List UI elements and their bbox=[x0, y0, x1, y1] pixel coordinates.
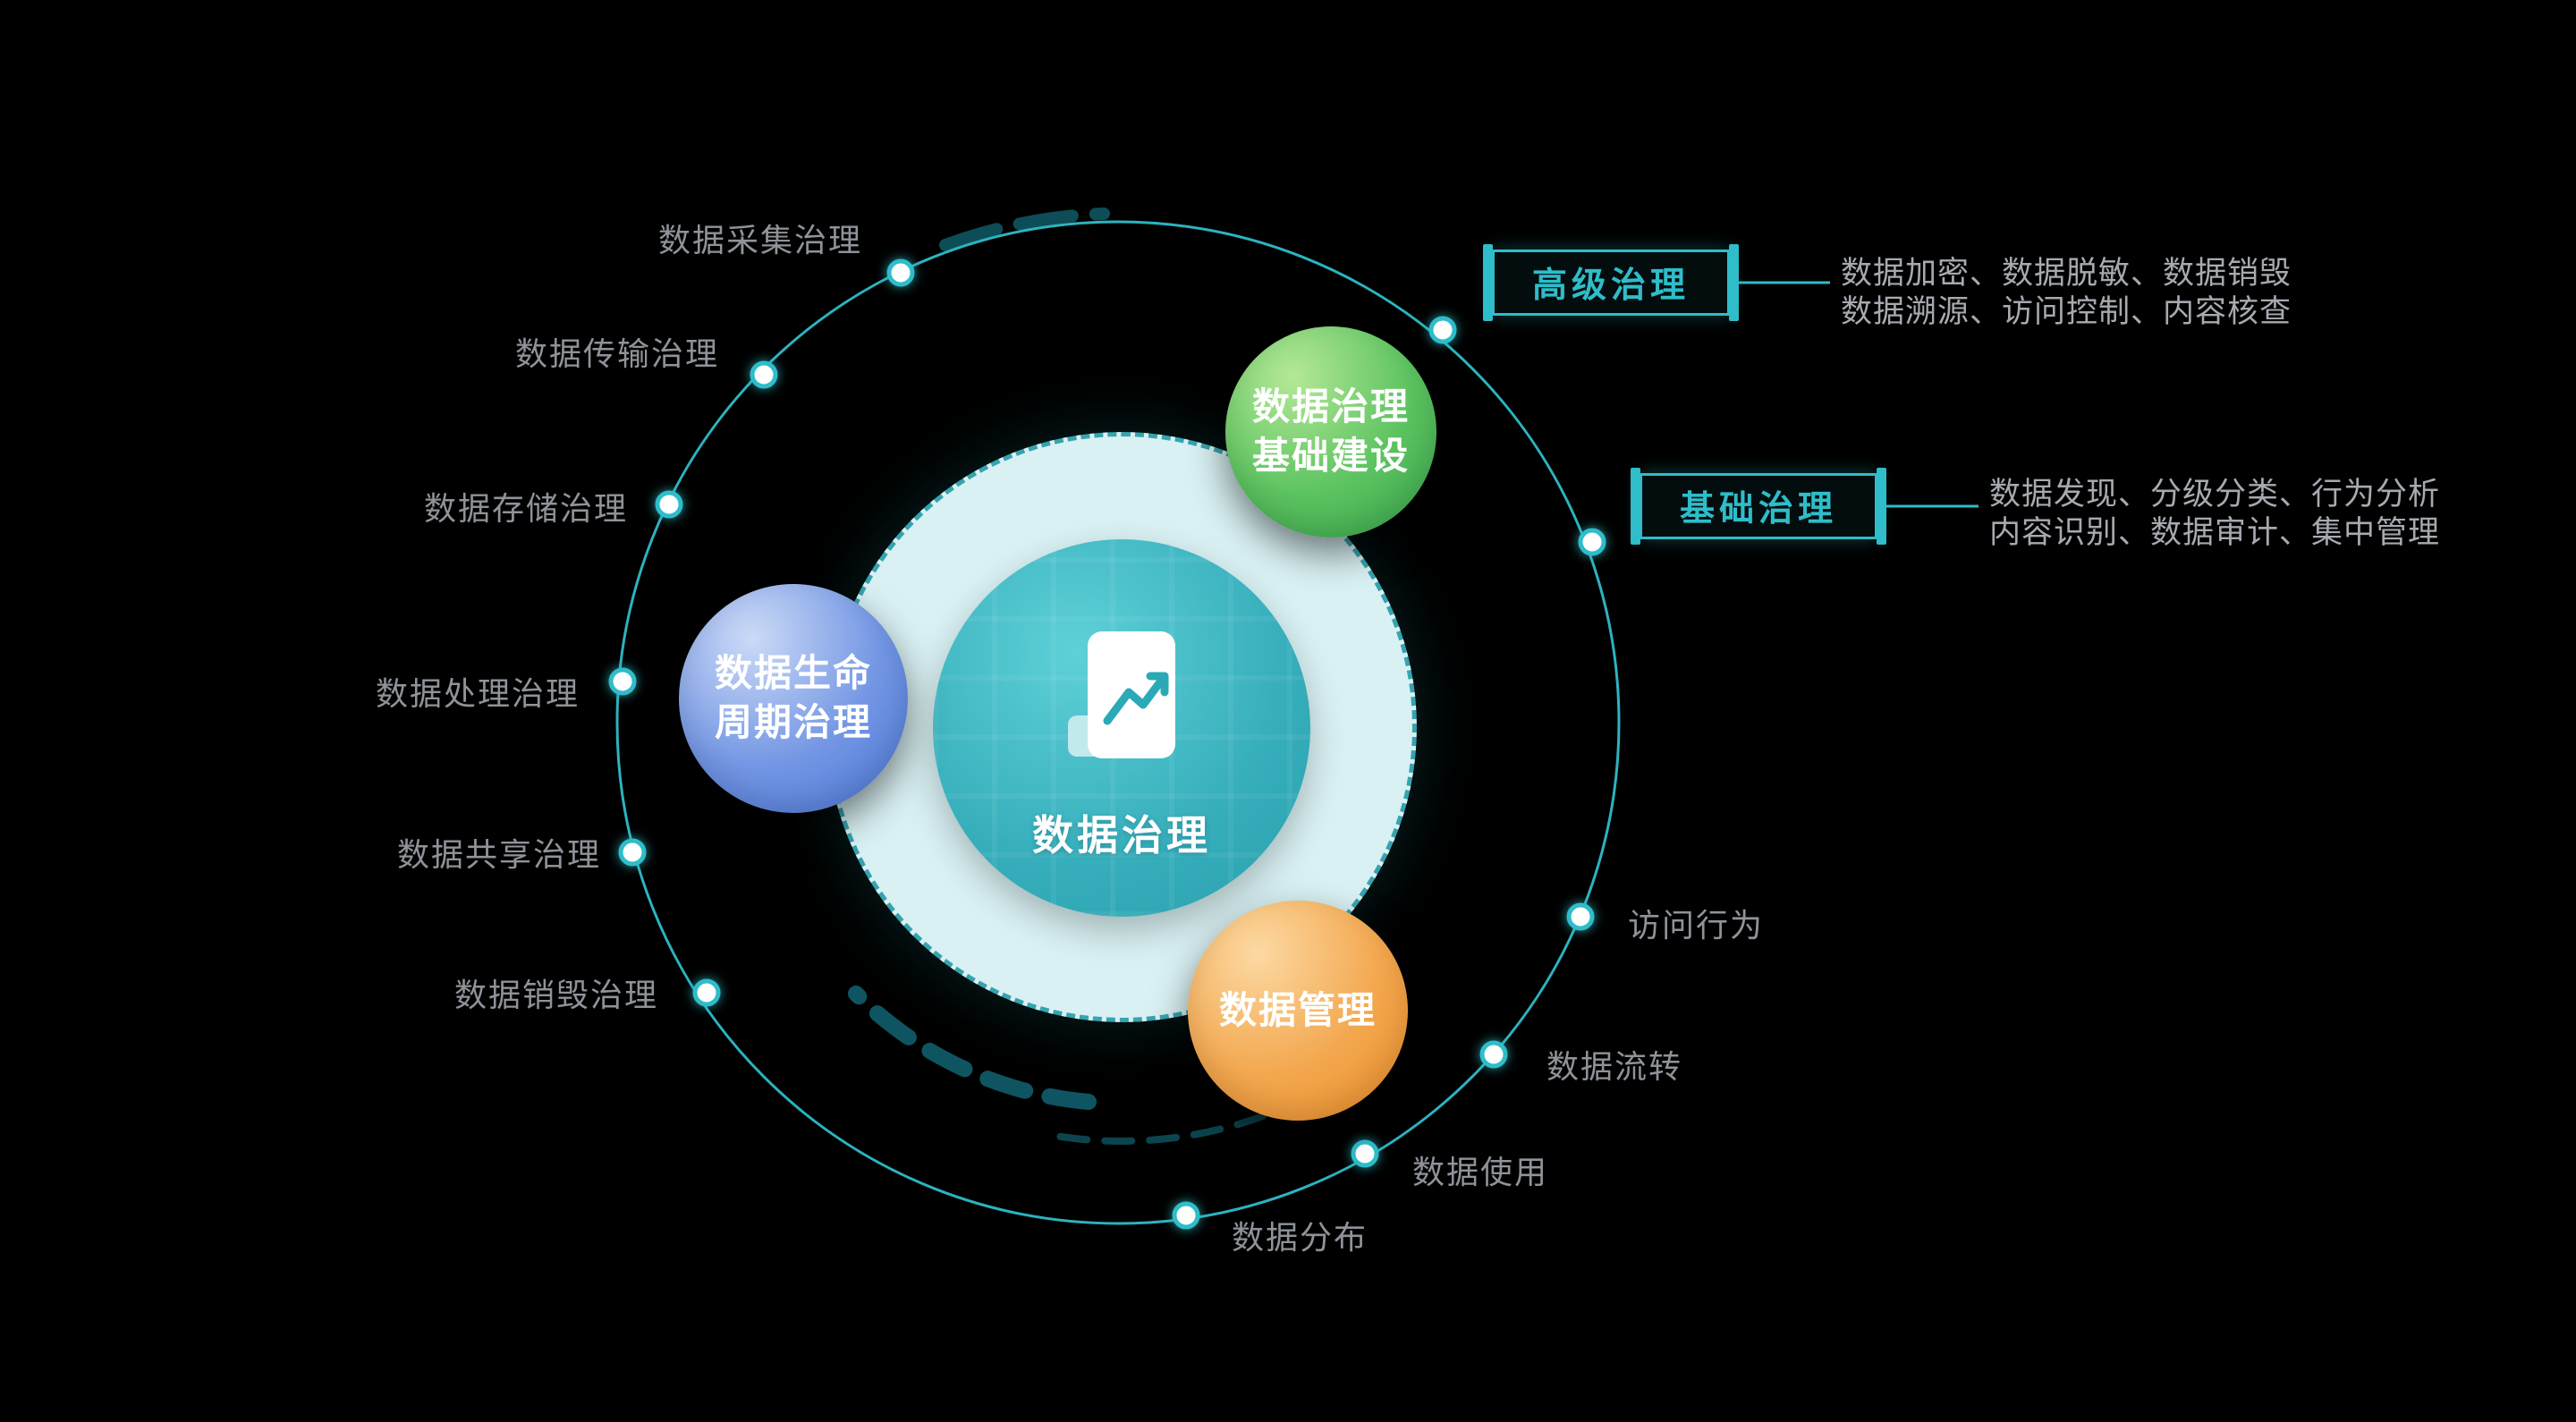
orbit-node bbox=[618, 838, 647, 867]
icon-chart-arrow bbox=[1146, 672, 1169, 697]
outer-orbit-ring bbox=[615, 220, 1621, 1225]
bubble-data-lifecycle: 数据生命 周期治理 bbox=[679, 584, 908, 813]
orbit-nodes bbox=[608, 258, 1606, 1230]
decorative-arc bbox=[1046, 1113, 1267, 1145]
orbit-label-destruction: 数据销毁治理 bbox=[453, 977, 659, 1013]
callout-title: 高级治理 bbox=[1531, 267, 1690, 305]
bubble-text: 数据治理 基础建设 bbox=[1252, 383, 1410, 480]
orbit-label-data-distribution: 数据分布 bbox=[1231, 1219, 1368, 1256]
bubble-line: 数据治理 bbox=[1251, 385, 1410, 428]
callout-desc-line: 内容识别、数据审计、集中管理 bbox=[1989, 515, 2441, 551]
orbit-node bbox=[886, 258, 915, 287]
callout-title: 基础治理 bbox=[1679, 490, 1837, 529]
icon-chart-line bbox=[1103, 672, 1169, 725]
callout-advanced-governance: 高级治理 bbox=[1483, 244, 1739, 321]
callout-desc-line: 数据溯源、访问控制、内容核查 bbox=[1841, 294, 2292, 330]
orbit-label-collection: 数据采集治理 bbox=[657, 222, 863, 258]
orbit-label-data-usage: 数据使用 bbox=[1411, 1154, 1549, 1190]
bubble-line: 周期治理 bbox=[714, 701, 872, 743]
bubble-line: 基础建设 bbox=[1251, 435, 1410, 477]
callout-desc-line: 数据加密、数据脱敏、数据销毁 bbox=[1841, 256, 2292, 291]
callout-basic-governance: 基础治理 bbox=[1631, 468, 1886, 545]
orbit-label-storage: 数据存储治理 bbox=[423, 490, 629, 527]
orbit-node bbox=[655, 490, 683, 519]
orbit-label-data-flow: 数据流转 bbox=[1546, 1048, 1683, 1085]
orbit-node bbox=[1479, 1040, 1508, 1069]
chart-document-icon bbox=[1068, 631, 1175, 758]
orbit-node bbox=[692, 978, 721, 1007]
bubble-line: 数据生命 bbox=[714, 652, 872, 695]
bubble-governance-foundation: 数据治理 基础建设 bbox=[1225, 326, 1436, 537]
orbit-node bbox=[750, 360, 778, 389]
orbit-node bbox=[1351, 1139, 1379, 1168]
decorative-arc bbox=[939, 207, 1110, 251]
orbit-node bbox=[1578, 528, 1606, 556]
bubble-text: 数据管理 bbox=[1219, 986, 1377, 1036]
bubble-data-management: 数据管理 bbox=[1188, 901, 1408, 1121]
callout-basic-desc: 数据发现、分级分类、行为分析 内容识别、数据审计、集中管理 bbox=[1989, 475, 2440, 553]
callout-advanced-desc: 数据加密、数据脱敏、数据销毁 数据溯源、访问控制、内容核查 bbox=[1841, 254, 2292, 332]
orbit-node bbox=[608, 667, 637, 696]
bubble-text: 数据生命 周期治理 bbox=[715, 649, 872, 747]
orbit-label-processing: 数据处理治理 bbox=[375, 675, 580, 712]
decorative-arc bbox=[848, 986, 1097, 1110]
orbit-label-sharing: 数据共享治理 bbox=[396, 836, 602, 873]
center-title: 数据治理 bbox=[1032, 812, 1211, 859]
orbit-label-transmission: 数据传输治理 bbox=[514, 335, 720, 372]
orbit-label-access-behavior: 访问行为 bbox=[1627, 907, 1765, 944]
orbit-node bbox=[1172, 1201, 1200, 1230]
bubble-line: 数据管理 bbox=[1218, 988, 1377, 1031]
callout-desc-line: 数据发现、分级分类、行为分析 bbox=[1989, 477, 2441, 512]
orbit-node bbox=[1428, 316, 1457, 344]
orbit-node bbox=[1566, 902, 1595, 931]
